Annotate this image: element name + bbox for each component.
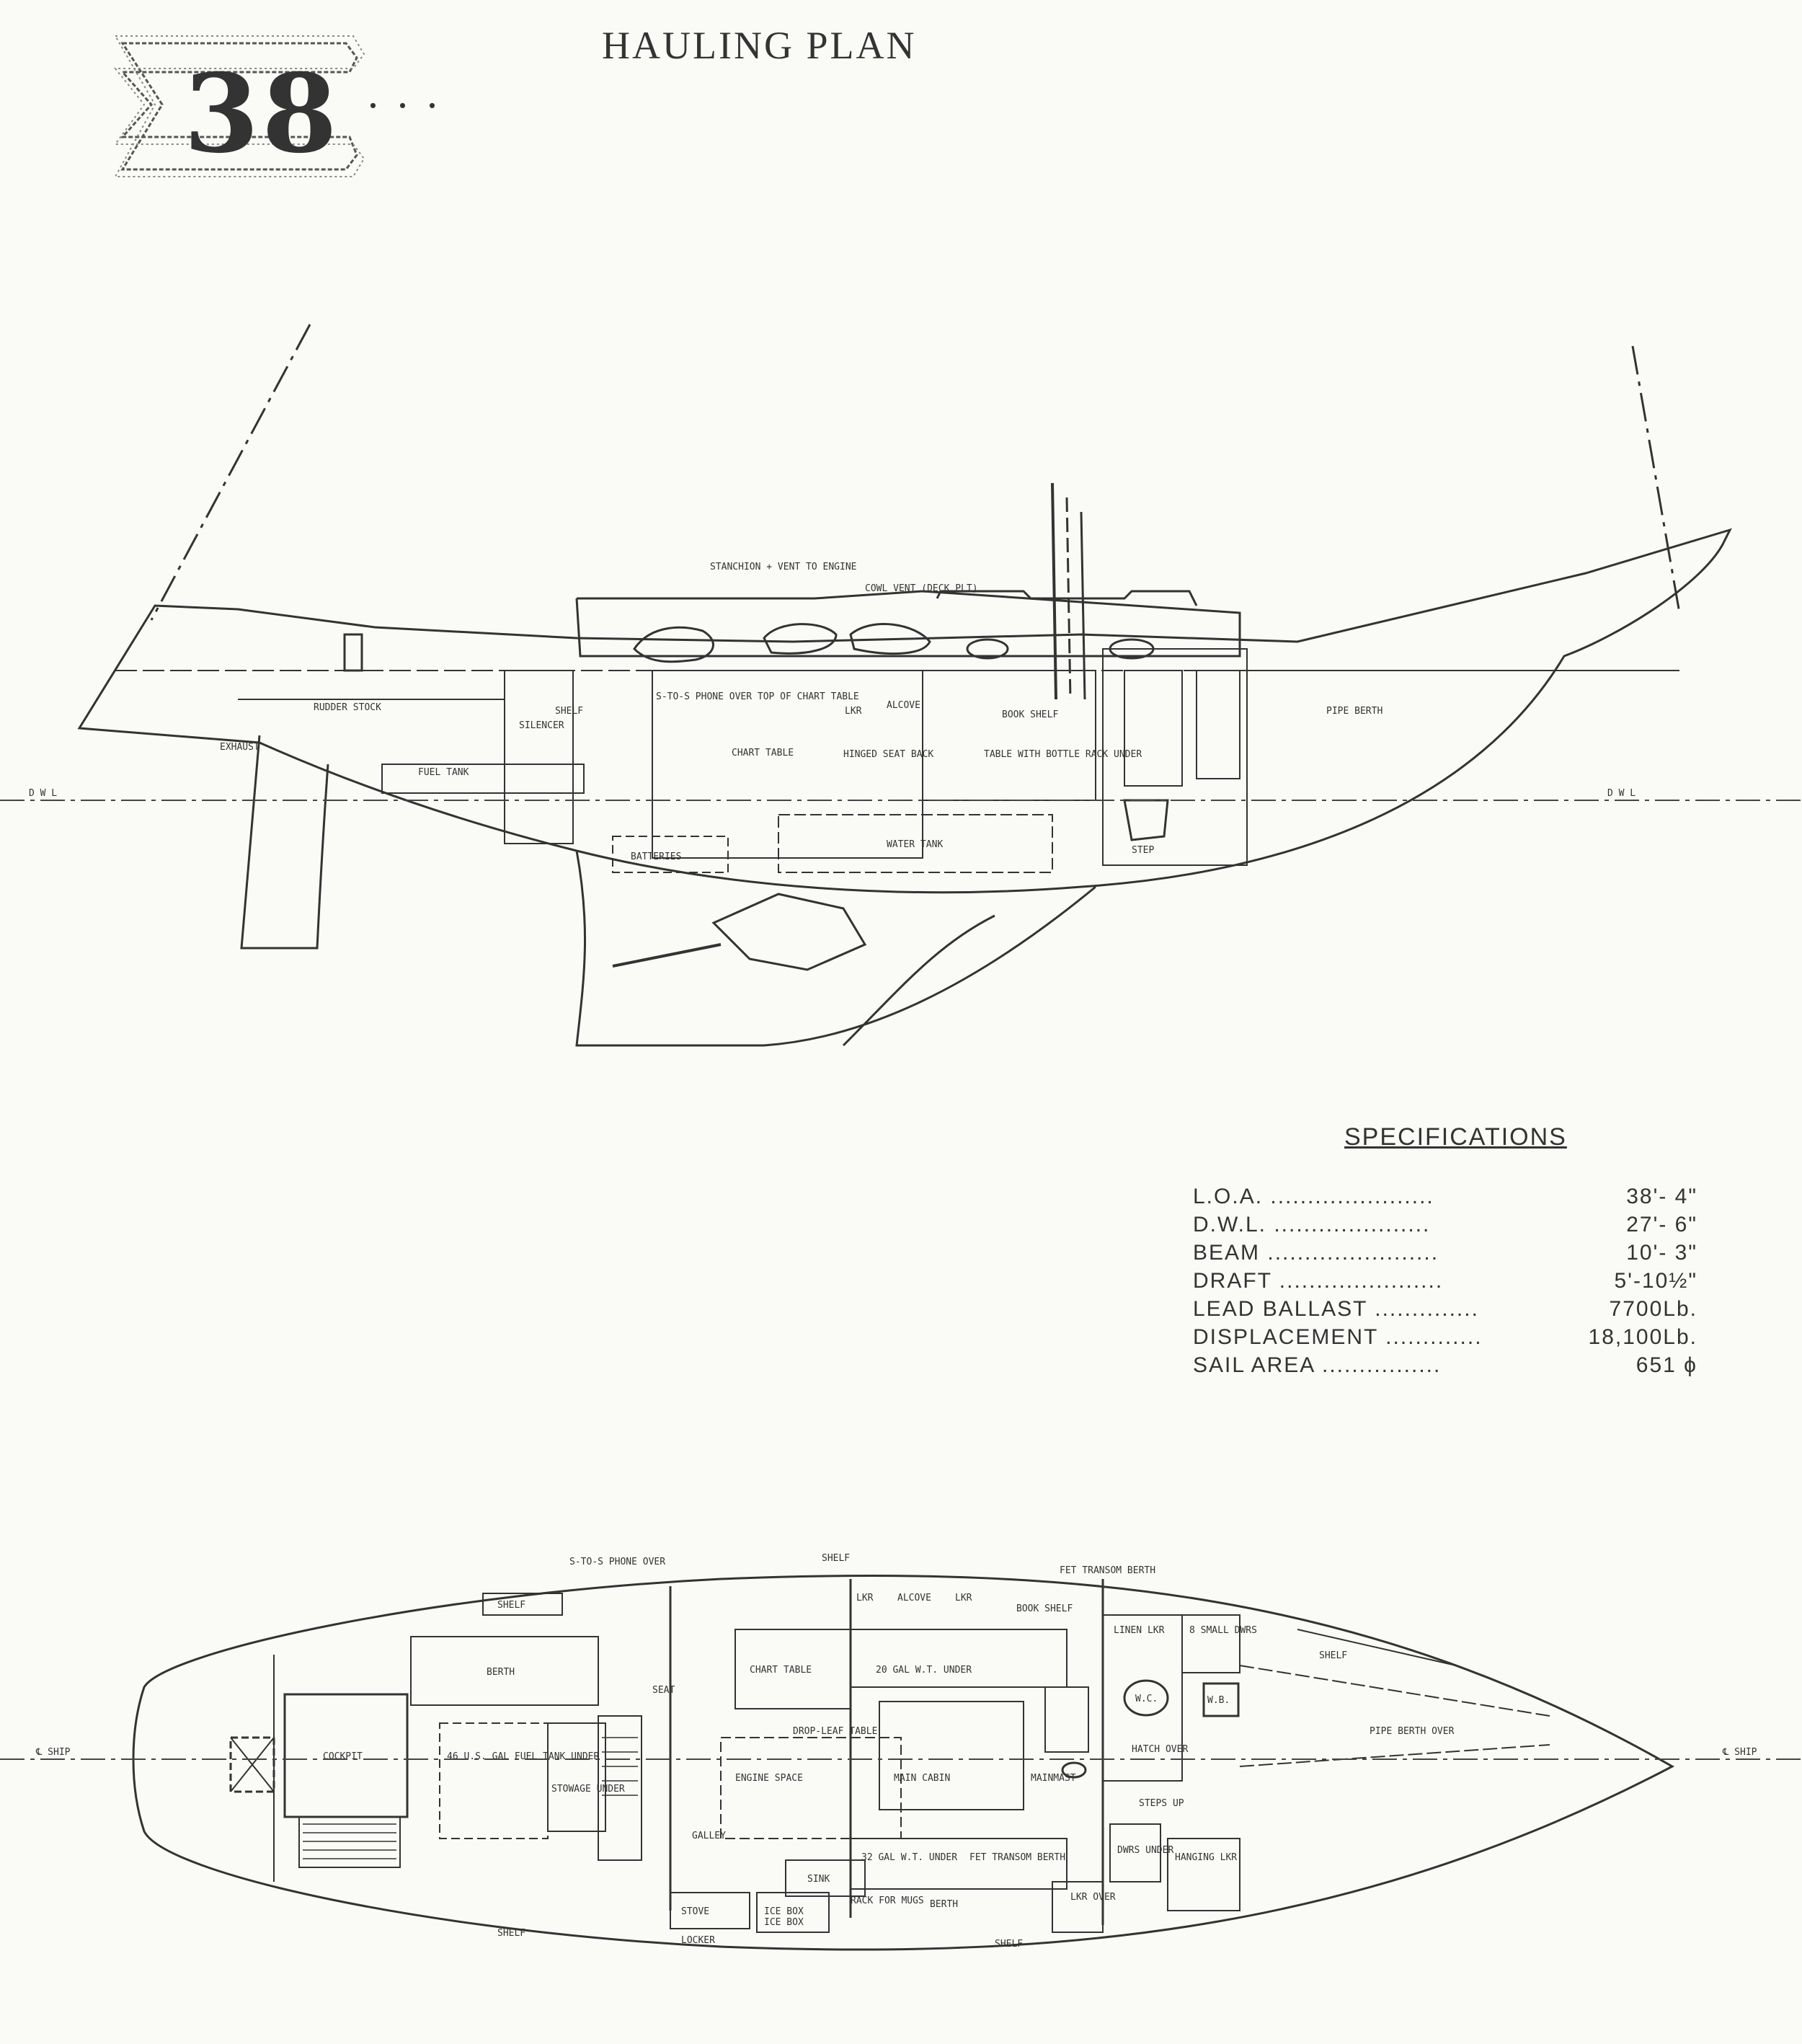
- label-rack-mugs: RACK FOR MUGS: [851, 1895, 924, 1906]
- label-lkr-1: LKR: [856, 1593, 874, 1603]
- model-badge-frame: [113, 35, 365, 177]
- label-drop-leaf: DROP-LEAF TABLE: [793, 1726, 877, 1737]
- spec-row: L.O.A. ......................38'- 4": [1193, 1184, 1697, 1208]
- label-alcove-profile: ALCOVE: [887, 700, 920, 711]
- label-chart-table-plan: CHART TABLE: [750, 1665, 812, 1676]
- label-ship-right: ℄ SHIP: [1722, 1747, 1757, 1758]
- label-fuel-tank-plan: 46 U.S. GAL FUEL TANK UNDER: [447, 1751, 599, 1762]
- specifications-title: SPECIFICATIONS: [1344, 1123, 1567, 1151]
- spec-row: D.W.L. .....................27'- 6": [1193, 1212, 1697, 1236]
- label-water-32: 32 GAL W.T. UNDER: [861, 1852, 957, 1863]
- label-dwl-right: D W L: [1607, 788, 1635, 799]
- label-shelf-aft: SHELF: [497, 1928, 525, 1939]
- spec-row: SAIL AREA ................651 ϕ: [1193, 1353, 1697, 1377]
- label-linen-lkr: LINEN LKR: [1114, 1625, 1165, 1636]
- label-stanchion-vent: STANCHION + VENT TO ENGINE: [710, 562, 857, 572]
- label-lkr-2: LKR: [955, 1593, 972, 1603]
- label-wc: W.C.: [1135, 1694, 1158, 1704]
- profile-drawing: STANCHION + VENT TO ENGINE COWL VENT (DE…: [0, 324, 1802, 1047]
- spec-row: BEAM .......................10'- 3": [1193, 1240, 1697, 1265]
- label-mainmast: MAINMAST: [1031, 1773, 1076, 1784]
- label-stos-phone-plan: S-TO-S PHONE OVER: [569, 1557, 665, 1567]
- label-water-tank-profile: WATER TANK: [887, 839, 943, 850]
- label-hatch-over: HATCH OVER: [1132, 1744, 1188, 1755]
- spec-row: DISPLACEMENT .............18,100Lb.: [1193, 1324, 1697, 1349]
- label-dwl-left: D W L: [29, 788, 57, 799]
- label-alcove-plan: ALCOVE: [897, 1593, 931, 1603]
- label-shelf-top: SHELF: [822, 1553, 850, 1564]
- label-step: STEP: [1132, 845, 1154, 856]
- label-fuel-tank-profile: FUEL TANK: [418, 767, 469, 778]
- label-table-bottle: TABLE WITH BOTTLE RACK UNDER: [984, 749, 1142, 760]
- label-lkr-profile: LKR: [845, 706, 862, 717]
- label-engine-space: ENGINE SPACE: [735, 1773, 803, 1784]
- label-hinged-seat: HINGED SEAT BACK: [843, 749, 933, 760]
- plan-drawing: S-TO-S PHONE OVER SHELF FET TRANSOM BERT…: [0, 1553, 1802, 1951]
- label-wb: W.B.: [1207, 1695, 1230, 1706]
- label-book-shelf-profile: BOOK SHELF: [1002, 709, 1058, 720]
- label-pipe-berth-profile: PIPE BERTH: [1326, 706, 1382, 717]
- label-book-shelf-plan: BOOK SHELF: [1016, 1603, 1073, 1614]
- label-batteries: BATTERIES: [631, 851, 681, 862]
- label-berth-stbd: BERTH: [930, 1899, 958, 1910]
- label-hanging-lkr: HANGING LKR: [1175, 1852, 1237, 1863]
- label-shelf-fwd: SHELF: [1319, 1650, 1347, 1661]
- label-silencer: SILENCER: [519, 720, 564, 731]
- label-rudder-stock: RUDDER STOCK: [314, 702, 381, 713]
- label-exhaust: EXHAUST: [220, 742, 259, 753]
- label-ship-left: ℄ SHIP: [35, 1747, 71, 1758]
- label-berth-port: BERTH: [487, 1667, 515, 1678]
- label-seat: SEAT: [652, 1685, 675, 1696]
- label-stove: STOVE: [681, 1906, 709, 1917]
- label-water-under: 20 GAL W.T. UNDER: [876, 1665, 972, 1676]
- spec-row: LEAD BALLAST ..............7700Lb.: [1193, 1296, 1697, 1321]
- label-stos-phone-profile: S-TO-S PHONE OVER TOP OF CHART TABLE: [656, 691, 859, 702]
- specifications-table: L.O.A. ......................38'- 4" D.W…: [1193, 1182, 1697, 1379]
- badge-dots: ...: [368, 69, 456, 117]
- label-cockpit: COCKPIT: [323, 1751, 363, 1762]
- label-cowl-vent: COWL VENT (DECK PLT): [865, 583, 978, 594]
- label-shelf-stbd: SHELF: [995, 1939, 1023, 1950]
- label-stowage: STOWAGE UNDER: [551, 1784, 625, 1795]
- label-small-dwrs: 8 SMALL DWRS: [1189, 1625, 1257, 1636]
- label-sink: SINK: [807, 1874, 830, 1885]
- label-shelf-port: SHELF: [497, 1600, 525, 1611]
- label-galley: GALLEY: [692, 1831, 726, 1841]
- label-ice-box: ICE BOX: [764, 1906, 804, 1917]
- model-number: 38: [184, 50, 340, 177]
- label-fet-transom-bottom: FET TRANSOM BERTH: [969, 1852, 1065, 1863]
- label-chart-table-profile: CHART TABLE: [732, 748, 794, 758]
- label-pipe-berth-over: PIPE BERTH OVER: [1370, 1726, 1455, 1737]
- label-shelf-profile: SHELF: [555, 706, 583, 717]
- label-fet-transom-top: FET TRANSOM BERTH: [1060, 1565, 1155, 1576]
- spec-row: DRAFT ......................5'-10½": [1193, 1268, 1697, 1293]
- page-title: HAULING PLAN: [602, 24, 917, 67]
- label-dwrs-under: DWRS UNDER: [1117, 1845, 1173, 1856]
- label-main-cabin: MAIN CABIN: [894, 1773, 950, 1784]
- label-steps-up: STEPS UP: [1139, 1798, 1184, 1809]
- label-icebox-secondary: ICE BOX: [764, 1917, 804, 1928]
- label-locker: LOCKER: [681, 1935, 715, 1946]
- label-lkr-over: LKR OVER: [1070, 1892, 1116, 1903]
